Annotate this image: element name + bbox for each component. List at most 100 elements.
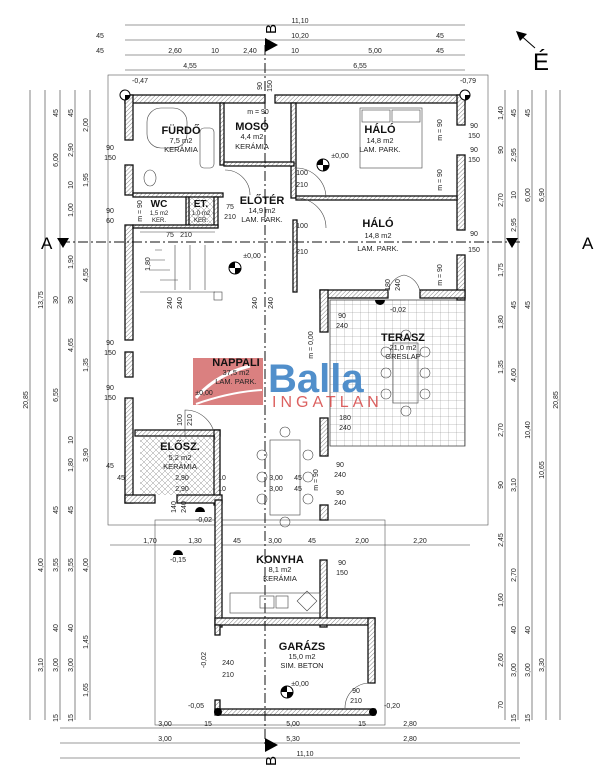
dimension-label: 11,10 <box>297 751 314 758</box>
dimension-label: 15 <box>204 721 212 728</box>
dimension-label: 4,55 <box>183 63 197 70</box>
room-name: FÜRDŐ <box>161 124 201 137</box>
dimension-label: 15 <box>511 714 518 722</box>
room-floor: LAM. PARK. <box>241 215 283 224</box>
dimension-label: 45 <box>525 301 532 309</box>
dimension-label: 6,55 <box>53 388 60 402</box>
dimension-label: 1,35 <box>83 358 90 372</box>
room-floor: KER. <box>194 218 208 224</box>
dimension-label: 2,00 <box>83 118 90 132</box>
dimension-label: 10 <box>68 181 75 189</box>
dimension-label: 45 <box>117 475 125 482</box>
dimension-label: 210 <box>296 182 308 189</box>
dimension-label: 100 <box>177 414 184 426</box>
room-floor: LAM. PARK. <box>359 145 401 154</box>
room-floor: KER. <box>152 218 166 224</box>
dimension-label: 210 <box>296 249 308 256</box>
room-area: 14,9 m2 <box>248 206 275 215</box>
dimension-label: 100 <box>296 223 308 230</box>
dimension-label: 90 <box>257 82 264 90</box>
dimension-label: 90 <box>338 560 346 567</box>
dimension-label: m = 90 <box>313 469 320 491</box>
dimension-label: 3,00 <box>158 736 172 743</box>
section-b-bottom-label: B <box>263 756 280 766</box>
dimension-label: 90 <box>336 490 344 497</box>
dimension-label: 45 <box>525 109 532 117</box>
level-label: ±0,00 <box>243 253 261 260</box>
dimension-label: 45 <box>106 463 114 470</box>
dimension-label: 45 <box>96 48 104 55</box>
dimension-label: 2,60 <box>498 653 505 667</box>
dimension-label: 240 <box>395 279 402 291</box>
dimension-label: 4,55 <box>83 268 90 282</box>
dimension-label: 150 <box>336 570 348 577</box>
room-floor: LAM. PARK. <box>357 244 399 253</box>
dimension-label: 10,65 <box>539 461 546 479</box>
dimension-label: 1,65 <box>83 683 90 697</box>
room-floor: GRESLAP <box>385 352 420 361</box>
dimension-label: 3,10 <box>38 658 45 672</box>
dimension-label: 2,90 <box>175 475 189 482</box>
dimension-label: 45 <box>96 33 104 40</box>
dimension-label: 40 <box>68 624 75 632</box>
dimension-label: 5,00 <box>368 48 382 55</box>
section-a-right-marker <box>506 238 518 248</box>
dimension-label: m = 90 <box>437 119 444 141</box>
dimension-label: 6,55 <box>353 63 367 70</box>
dimension-label: 3,00 <box>525 663 532 677</box>
dimension-label: 240 <box>177 297 184 309</box>
dimension-label: 45 <box>68 109 75 117</box>
dimension-label: 45 <box>294 486 302 493</box>
room-area: 15,0 m2 <box>288 652 315 661</box>
dimension-label: 1,80 <box>498 315 505 329</box>
section-b-top-label: B <box>263 24 280 34</box>
dimension-label: 240 <box>334 500 346 507</box>
dimension-label: 75 <box>226 204 234 211</box>
room-name: MOSÓ <box>235 120 269 133</box>
dimension-label: 1,30 <box>188 538 202 545</box>
room-area: 7,5 m2 <box>170 136 193 145</box>
room-floor: KERÁMIA <box>263 574 297 583</box>
dimension-label: 4,65 <box>68 338 75 352</box>
dimension-label: 3,00 <box>269 486 283 493</box>
dimension-label: 40 <box>525 626 532 634</box>
room-name: ELŐTÉR <box>240 194 285 207</box>
dimension-label: 3,55 <box>53 558 60 572</box>
room-area: 1,0 m2 <box>192 211 211 217</box>
dimension-label: 100 <box>296 170 308 177</box>
room-name: ET. <box>194 199 209 210</box>
dimension-label: 240 <box>181 501 188 513</box>
room-name: NAPPALI <box>212 357 259 369</box>
dimension-label: 4,00 <box>38 558 45 572</box>
walls <box>124 94 466 716</box>
dimension-label: 2,70 <box>498 193 505 207</box>
section-b-top-marker <box>265 38 278 52</box>
dimension-label: 2,70 <box>511 568 518 582</box>
section-a-right-label: A <box>582 234 594 253</box>
dimension-label: 2,90 <box>175 486 189 493</box>
room-name: HÁLÓ <box>362 217 394 230</box>
dimension-label: 90 <box>106 385 114 392</box>
room-name: WC <box>151 199 168 210</box>
room-floor: KERÁMIA <box>163 462 197 471</box>
room-area: 5,2 m2 <box>169 453 192 462</box>
level-label: ±0,00 <box>331 153 349 160</box>
dimension-label: 3,00 <box>53 658 60 672</box>
dimension-label: 150 <box>104 350 116 357</box>
dimension-label: 90 <box>338 313 346 320</box>
dimension-label: 4,00 <box>83 558 90 572</box>
level-label: ±0,00 <box>291 681 309 688</box>
dimension-label: m = 90 <box>247 109 269 116</box>
section-a-left-marker <box>57 238 69 248</box>
dimension-label: 1,00 <box>68 203 75 217</box>
dimension-label: 10 <box>218 475 226 482</box>
room-name: HÁLÓ <box>364 123 396 136</box>
terrace-floor <box>329 299 466 447</box>
dimension-label: 3,90 <box>83 448 90 462</box>
